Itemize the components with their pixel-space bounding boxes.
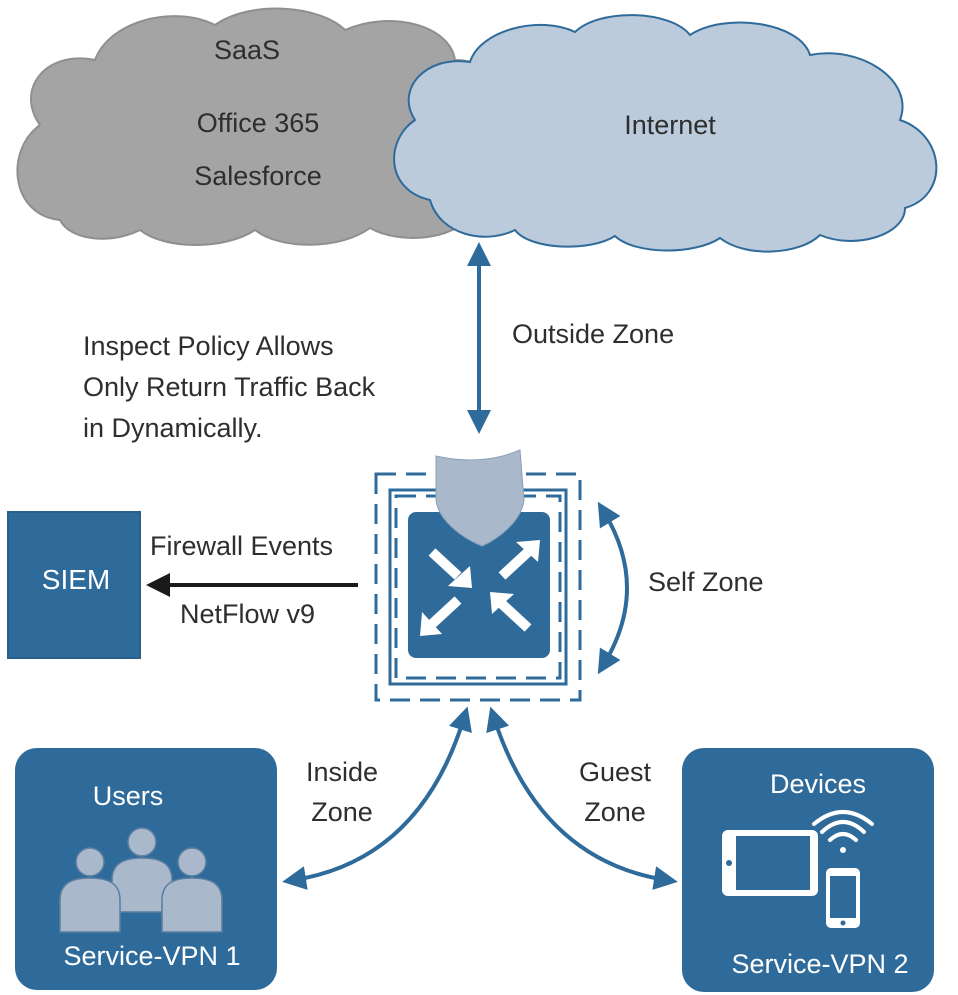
saas-item-salesforce: Salesforce bbox=[194, 161, 322, 191]
inside-zone-label: Inside Zone bbox=[305, 757, 379, 827]
outside-zone-label: Outside Zone bbox=[512, 319, 675, 349]
shield-icon bbox=[435, 449, 525, 547]
internet-cloud bbox=[393, 14, 938, 253]
self-zone-arrow bbox=[597, 501, 629, 675]
tablet-icon bbox=[722, 830, 818, 896]
users-icon bbox=[59, 827, 223, 933]
siem-box bbox=[7, 511, 141, 659]
guest-zone-label: Guest Zone bbox=[578, 757, 652, 827]
internet-label: Internet bbox=[624, 110, 716, 140]
users-title: Users bbox=[92, 781, 164, 811]
service-vpn-1-label: Service-VPN 1 bbox=[63, 941, 241, 971]
phone-icon bbox=[826, 868, 860, 928]
service-vpn-2-label: Service-VPN 2 bbox=[731, 949, 909, 979]
inside-zone-arrow bbox=[282, 706, 472, 890]
saas-item-office365: Office 365 bbox=[196, 108, 320, 138]
policy-note: Inspect Policy Allows Only Return Traffi… bbox=[83, 331, 376, 443]
netflow-label: NetFlow v9 bbox=[180, 599, 316, 629]
siem-label: SIEM bbox=[41, 564, 111, 595]
saas-title: SaaS bbox=[214, 35, 281, 65]
router-firewall bbox=[374, 449, 582, 702]
guest-zone-arrow bbox=[486, 706, 678, 890]
firewall-events-label: Firewall Events bbox=[150, 531, 334, 561]
devices-title: Devices bbox=[769, 769, 867, 799]
self-zone-label: Self Zone bbox=[648, 567, 764, 597]
router-arrows-icon bbox=[420, 540, 540, 636]
wifi-icon bbox=[812, 810, 874, 853]
